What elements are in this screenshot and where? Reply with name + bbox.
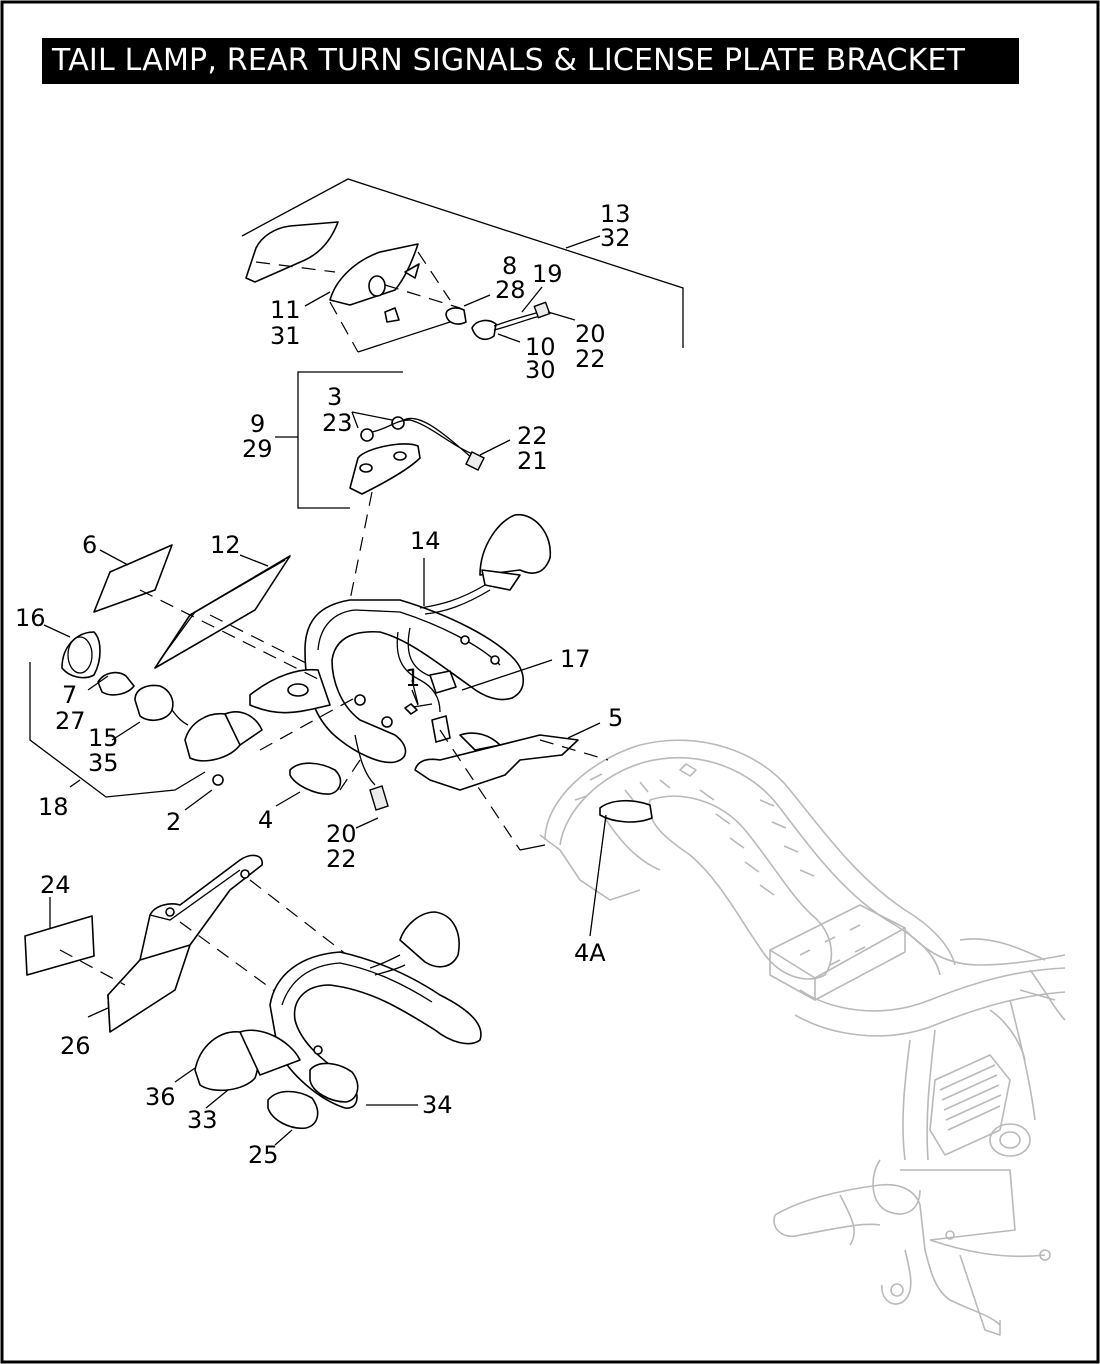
- tail-lamp-socket: [471, 319, 497, 341]
- callout-32: 32: [600, 224, 631, 252]
- turn-signal-bulb: [97, 671, 135, 696]
- callout-34: 34: [422, 1091, 453, 1119]
- callout-5: 5: [608, 704, 623, 732]
- callout-8: 8: [502, 252, 517, 280]
- callout-labels: 13 32 8 19 28 11 31 20 22 10 30 3 23 9 2…: [15, 200, 631, 1169]
- callout-28: 28: [495, 276, 526, 304]
- callout-11: 11: [270, 296, 301, 324]
- callout-12: 12: [210, 531, 241, 559]
- alternate-reflector: [267, 1090, 319, 1130]
- callout-4a: 4A: [574, 939, 606, 967]
- callout-13: 13: [600, 200, 631, 228]
- diagram-title: TAIL LAMP, REAR TURN SIGNALS & LICENSE P…: [52, 43, 966, 78]
- nut: [212, 774, 224, 786]
- reflector: [289, 762, 342, 795]
- tail-lamp-bulb: [445, 307, 467, 325]
- callout-21: 21: [517, 447, 548, 475]
- callout-3: 3: [327, 383, 342, 411]
- title-banner: TAIL LAMP, REAR TURN SIGNALS & LICENSE P…: [42, 38, 1019, 84]
- alternate-bracket-assembly: [24, 854, 482, 1146]
- alternate-right-turn-signal: [399, 911, 460, 968]
- callout-25: 25: [248, 1141, 279, 1169]
- callout-23: 23: [322, 409, 353, 437]
- tail-lamp-housing: [329, 243, 419, 306]
- callout-22-upper: 22: [575, 345, 606, 373]
- tail-lamp-lens-cap: [245, 221, 339, 283]
- lamp-harness-bracket-group: [275, 371, 511, 601]
- callout-15: 15: [88, 724, 119, 752]
- turn-signal-housing: [134, 684, 174, 722]
- right-turn-signal-top: [479, 514, 552, 576]
- callout-1: 1: [405, 664, 420, 692]
- callout-36: 36: [145, 1083, 176, 1111]
- license-plate-bracket-assembly: [29, 514, 653, 937]
- callout-18: 18: [38, 793, 69, 821]
- callout-19: 19: [532, 260, 563, 288]
- callout-22-mid: 22: [517, 422, 548, 450]
- callout-24: 24: [40, 871, 71, 899]
- reflector-plate: [24, 915, 95, 976]
- callout-20-lower: 20: [326, 820, 357, 848]
- callout-2: 2: [166, 808, 181, 836]
- callout-35: 35: [88, 749, 119, 777]
- callout-20-upper: 20: [575, 320, 606, 348]
- callout-29: 29: [242, 435, 273, 463]
- tail-lamp-assembly-group: [241, 178, 684, 353]
- callout-27: 27: [55, 707, 86, 735]
- callout-10: 10: [525, 333, 556, 361]
- license-plate: [93, 544, 173, 613]
- callout-14: 14: [410, 527, 441, 555]
- callout-17: 17: [560, 645, 591, 673]
- motorcycle-frame-illustration: [539, 739, 1066, 1336]
- screw: [404, 703, 418, 715]
- stud-plate: [599, 799, 653, 823]
- callout-22-lower: 22: [326, 845, 357, 873]
- callout-9: 9: [250, 410, 265, 438]
- callout-31: 31: [270, 322, 301, 350]
- callout-7: 7: [62, 681, 77, 709]
- mounting-plate: [414, 734, 579, 791]
- callout-30: 30: [525, 356, 556, 384]
- callout-4: 4: [258, 806, 273, 834]
- plate-mounting-bracket: [154, 555, 291, 669]
- callout-26: 26: [60, 1032, 91, 1060]
- callout-6: 6: [82, 531, 97, 559]
- callout-16: 16: [15, 604, 46, 632]
- callout-33: 33: [187, 1106, 218, 1134]
